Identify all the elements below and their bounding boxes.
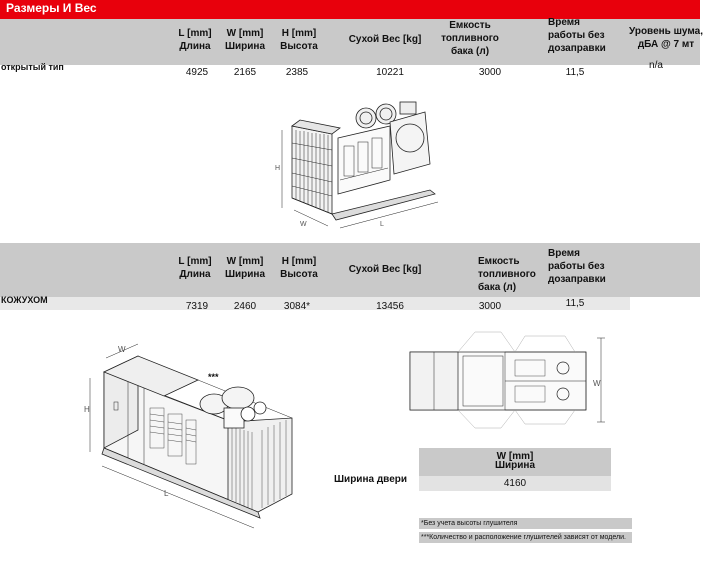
canopy-header-width: W [mm] Ширина bbox=[219, 255, 271, 281]
canopy-width: 2460 bbox=[233, 301, 257, 312]
canopy-header-runtime-l3: дозаправки bbox=[548, 274, 606, 285]
door-width-label: Ширина двери bbox=[334, 474, 408, 485]
open-l-label: L bbox=[380, 221, 384, 228]
door-width-value-row: 4160 bbox=[419, 476, 611, 491]
canopy-length: 7319 bbox=[185, 301, 209, 312]
canopy-header-height-unit: H [mm] bbox=[281, 256, 317, 267]
header-height: H [mm] Высота bbox=[273, 27, 325, 53]
header-length: L [mm] Длина bbox=[170, 27, 220, 53]
canopy-header-fuel-tank-l1: Емкость bbox=[478, 256, 520, 267]
door-width-header: W [mm] Ширина bbox=[419, 448, 611, 476]
open-dry-weight: 10221 bbox=[376, 67, 404, 78]
header-length-label: Длина bbox=[179, 41, 211, 52]
header-height-unit: H [mm] bbox=[281, 28, 317, 39]
canopy-header-length-label: Длина bbox=[179, 269, 211, 280]
canopy-height: 3084* bbox=[283, 301, 311, 312]
open-table-header: L [mm] Длина W [mm] Ширина H [mm] Высота… bbox=[0, 16, 703, 65]
canopy-table-header: L [mm] Длина W [mm] Ширина H [mm] Высота… bbox=[0, 243, 700, 297]
header-noise-l2: дБА @ 7 мт bbox=[637, 39, 695, 50]
canopy-row-bg bbox=[0, 297, 630, 310]
open-w-label: W bbox=[300, 221, 307, 228]
header-runtime-l3: дозаправки bbox=[548, 43, 606, 54]
header-noise: Уровень шума, дБА @ 7 мт bbox=[626, 25, 706, 51]
canopy-header-length-unit: L [mm] bbox=[178, 256, 212, 267]
canopy-header-runtime-l1: Время bbox=[548, 248, 580, 259]
header-height-label: Высота bbox=[280, 41, 318, 52]
canopy-l-label: L bbox=[164, 489, 169, 498]
canopy-fuel-tank: 3000 bbox=[478, 301, 502, 312]
header-length-unit: L [mm] bbox=[178, 28, 212, 39]
door-width-unit: W [mm] bbox=[496, 451, 534, 462]
canopy-header-fuel-tank: Емкость топливного бака (л) bbox=[478, 255, 548, 294]
canopy-genset-drawing: W H L *** bbox=[84, 343, 293, 529]
canopy-header-height-label: Высота bbox=[280, 269, 318, 280]
open-fuel-tank: 3000 bbox=[478, 67, 502, 78]
canopy-h-label: H bbox=[84, 405, 90, 414]
note-mufflers: ***Количество и расположение глушителей … bbox=[419, 532, 632, 543]
section-title: Размеры И Вес bbox=[6, 1, 97, 15]
header-width-unit: W [mm] bbox=[226, 28, 264, 39]
header-fuel-tank-l3: бака (л) bbox=[450, 46, 490, 57]
canopy-runtime: 11,5 bbox=[565, 298, 585, 309]
header-runtime-l2: работы без bbox=[548, 30, 605, 41]
open-runtime: 11,5 bbox=[565, 67, 585, 78]
header-fuel-tank-l2: топливного bbox=[441, 33, 499, 44]
open-genset-drawing: H W L bbox=[275, 101, 439, 229]
open-row-label: открытый тип bbox=[1, 62, 64, 72]
canopy-header-length: L [mm] Длина bbox=[170, 255, 220, 281]
top-view-drawing: W bbox=[409, 331, 605, 429]
door-width-value: 4160 bbox=[503, 478, 527, 489]
canopy-w-label: W bbox=[118, 345, 126, 354]
canopy-header-runtime: Время работы без дозаправки bbox=[548, 247, 623, 286]
header-width: W [mm] Ширина bbox=[219, 27, 271, 53]
header-width-label: Ширина bbox=[224, 41, 266, 52]
canopy-header-width-unit: W [mm] bbox=[226, 256, 264, 267]
open-noise: n/a bbox=[649, 60, 663, 71]
header-fuel-tank-l1: Емкость bbox=[449, 20, 491, 31]
canopy-header-width-label: Ширина bbox=[224, 269, 266, 280]
note-height: *Без учета высоты глушителя bbox=[419, 518, 632, 529]
canopy-row-label: КОЖУХОМ bbox=[1, 295, 48, 305]
canopy-header-height: H [mm] Высота bbox=[273, 255, 325, 281]
canopy-header-dry-weight: Сухой Вес [kg] bbox=[348, 264, 422, 275]
canopy-header-fuel-tank-l3: бака (л) bbox=[478, 282, 517, 293]
open-length: 4925 bbox=[185, 67, 209, 78]
open-width: 2165 bbox=[233, 67, 257, 78]
header-runtime-l1: Время bbox=[548, 17, 580, 28]
canopy-header-runtime-l2: работы без bbox=[548, 261, 605, 272]
door-width-sub: Ширина bbox=[494, 460, 536, 471]
open-height: 2385 bbox=[285, 67, 309, 78]
header-noise-l1: Уровень шума, bbox=[629, 26, 703, 37]
section-title-bar: Размеры И Вес bbox=[0, 0, 700, 19]
header-fuel-tank: Емкость топливного бака (л) bbox=[430, 19, 510, 58]
canopy-header-fuel-tank-l2: топливного bbox=[478, 269, 536, 280]
header-runtime: Время работы без дозаправки bbox=[548, 16, 623, 55]
open-h-label: H bbox=[275, 165, 280, 172]
canopy-dry-weight: 13456 bbox=[376, 301, 404, 312]
header-dry-weight: Сухой Вес [kg] bbox=[348, 34, 422, 45]
canopy-muffler-note-mark: *** bbox=[208, 372, 219, 382]
top-w-label: W bbox=[593, 379, 601, 388]
